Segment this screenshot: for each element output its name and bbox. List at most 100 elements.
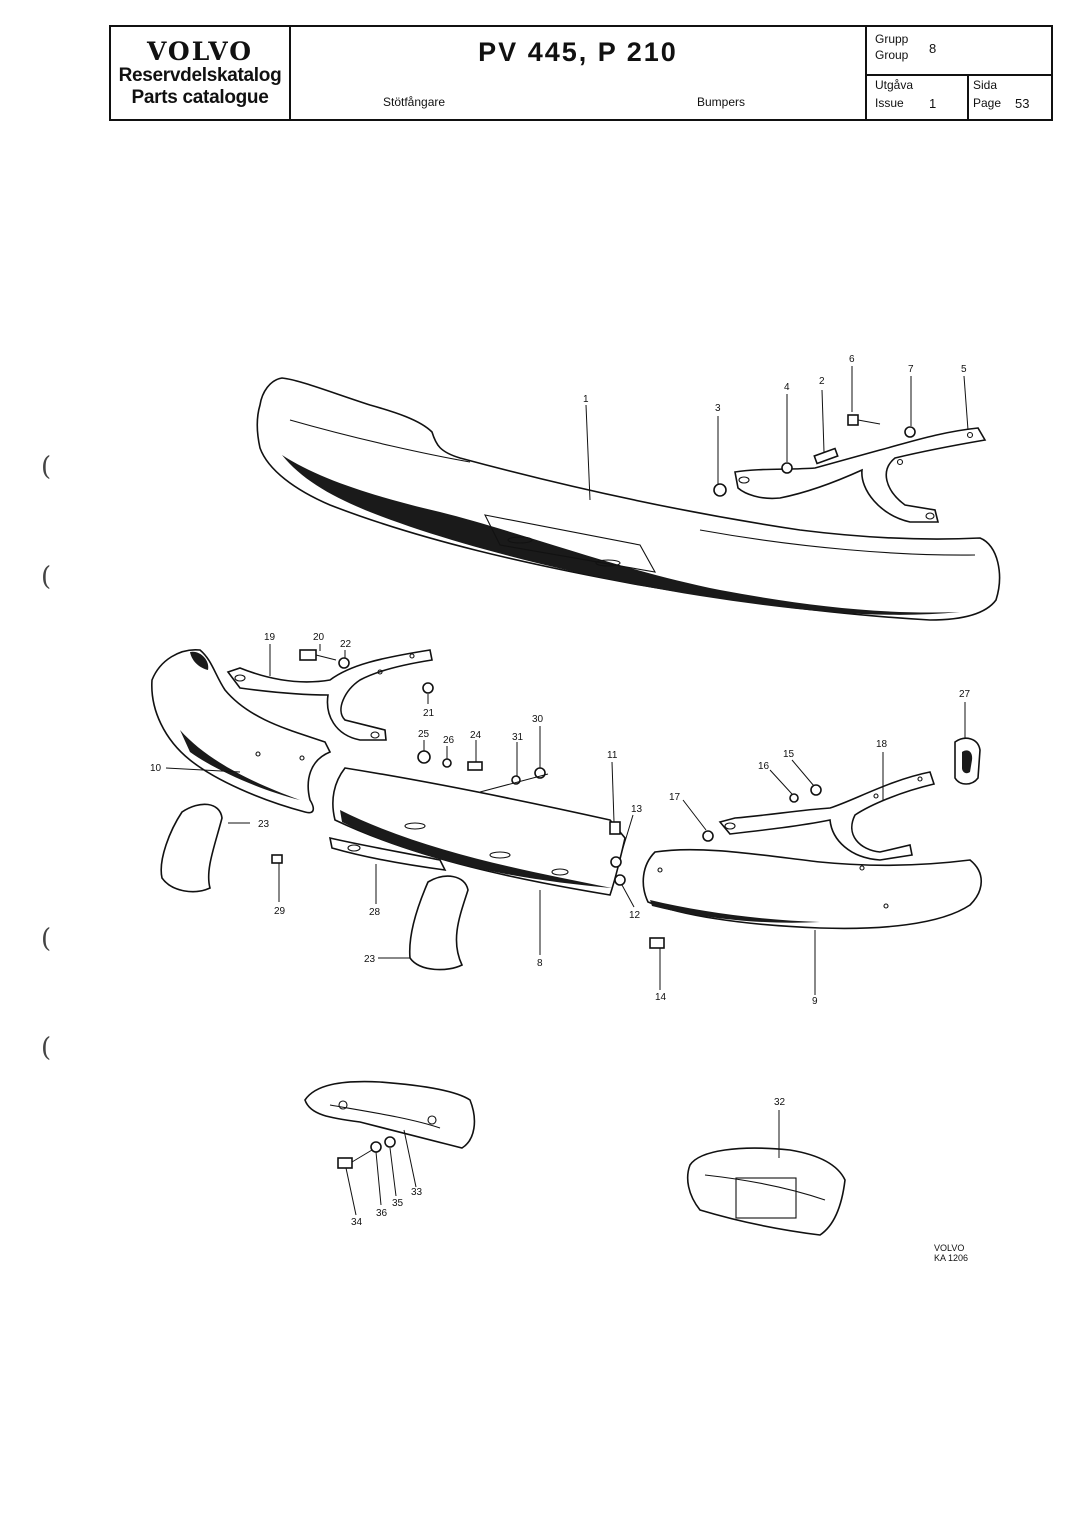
issue-value: 1: [929, 96, 937, 111]
volvo-logo: VOLVO: [146, 37, 254, 66]
washer-26: [442, 758, 452, 768]
callout-14: 14: [655, 992, 667, 1003]
washer-7: [904, 426, 916, 438]
section-title-en: Bumpers: [696, 95, 745, 109]
callout-11: 11: [607, 750, 618, 761]
rear-bracket-left: [226, 649, 433, 741]
bolt-24: [467, 761, 483, 771]
callout-9: 9: [812, 996, 818, 1007]
callout-7: 7: [908, 364, 914, 375]
nut-15: [810, 784, 822, 796]
callout-2: 2: [819, 376, 825, 387]
bumper-guard-left: [304, 1080, 476, 1149]
callout-34: 34: [351, 1217, 363, 1228]
callout-5: 5: [961, 364, 967, 375]
nut-4: [781, 462, 793, 474]
callout-35: 35: [392, 1198, 404, 1209]
catalog-title-en: Parts catalogue: [131, 87, 269, 108]
meta-cell: Grupp Group 8 Utgåva Issue 1 Sida Page 5…: [867, 27, 1051, 119]
callout-20: 20: [313, 632, 325, 643]
nut-12: [614, 874, 626, 886]
rear-bumper-left-end: [151, 649, 332, 814]
nut-21: [422, 682, 434, 694]
front-bumper-bracket: [734, 427, 987, 523]
page-label-sv: Sida: [973, 78, 998, 92]
callout-29: 29: [274, 906, 286, 917]
bolt-11: [609, 821, 621, 835]
brand-cell: VOLVO Reservdelskatalog Parts catalogue: [111, 27, 291, 119]
catalog-header: VOLVO Reservdelskatalog Parts catalogue …: [109, 25, 1053, 121]
callout-26: 26: [443, 735, 455, 746]
callout-24: 24: [470, 730, 482, 741]
binder-hole: (: [41, 924, 52, 954]
washer-16: [789, 793, 799, 803]
leader-lines: [165, 366, 969, 1216]
callout-17: 17: [669, 792, 681, 803]
front-bumper: [256, 377, 1001, 621]
callout-6: 6: [849, 354, 855, 365]
callout-23-upper: 23: [258, 819, 270, 830]
model-title: PV 445, P 210: [478, 37, 678, 67]
callout-15: 15: [783, 749, 795, 760]
callout-28: 28: [369, 907, 381, 918]
callout-3: 3: [715, 403, 721, 414]
rear-bumper-centre: [332, 767, 626, 896]
callout-30: 30: [532, 714, 544, 725]
bolt-20: [299, 649, 317, 661]
catalog-title-sv: Reservdelskatalog: [118, 65, 282, 86]
page-value: 53: [1015, 96, 1030, 111]
drawing-reference-code: KA 1206: [934, 1253, 969, 1263]
callout-27: 27: [959, 689, 971, 700]
overrider-right: [408, 875, 469, 971]
callout-1: 1: [583, 394, 589, 405]
callout-18: 18: [876, 739, 888, 750]
callout-21: 21: [423, 708, 435, 719]
callout-32: 32: [774, 1097, 786, 1108]
nut-25: [417, 750, 431, 764]
screw-29: [271, 854, 283, 864]
rear-bumper-right-end: [642, 848, 983, 930]
callout-4: 4: [784, 382, 790, 393]
washer-35: [384, 1136, 396, 1148]
group-value: 8: [929, 41, 937, 56]
bolt-6: [847, 414, 859, 426]
washer-36: [370, 1141, 382, 1153]
group-label-sv: Grupp: [875, 32, 909, 46]
bolt-14: [649, 937, 665, 949]
issue-box: Utgåva Issue 1: [867, 74, 969, 119]
callout-23-lower: 23: [364, 954, 376, 965]
bumper-guard-right: [686, 1147, 846, 1236]
callout-25: 25: [418, 729, 430, 740]
washer-17: [702, 830, 714, 842]
callout-labels: 1 2 3 4 5 6 7 8 9 10 11 12 13 14 15 16 1…: [150, 354, 971, 1228]
drawing-reference-brand: VOLVO: [934, 1243, 965, 1253]
washer-22: [338, 657, 350, 669]
callout-22: 22: [340, 639, 352, 650]
binder-hole: (: [41, 562, 52, 592]
callout-36: 36: [376, 1208, 388, 1219]
rear-bracket-right: [718, 771, 936, 861]
group-label-en: Group: [875, 48, 909, 62]
group-box: Grupp Group 8: [867, 27, 1051, 76]
bolt-2: [813, 447, 839, 465]
callout-13: 13: [631, 804, 643, 815]
page-label-en: Page: [973, 96, 1002, 110]
callout-10: 10: [150, 763, 162, 774]
callout-16: 16: [758, 761, 770, 772]
bolt-34: [337, 1157, 353, 1169]
issue-label-sv: Utgåva: [875, 78, 914, 92]
callout-19: 19: [264, 632, 276, 643]
overrider-left: [160, 803, 223, 893]
binder-hole: (: [41, 452, 52, 482]
washer-3: [713, 483, 727, 497]
washer-13: [610, 856, 622, 868]
callout-12: 12: [629, 910, 641, 921]
page-box: Sida Page 53: [967, 74, 1051, 119]
section-title-sv: Stötfångare: [383, 95, 446, 109]
binder-hole: (: [41, 1033, 52, 1063]
callout-8: 8: [537, 958, 543, 969]
drawing-reference: VOLVO KA 1206: [934, 1243, 968, 1263]
issue-label-en: Issue: [875, 96, 904, 110]
model-cell: PV 445, P 210 Stötfångare Bumpers: [291, 27, 867, 119]
